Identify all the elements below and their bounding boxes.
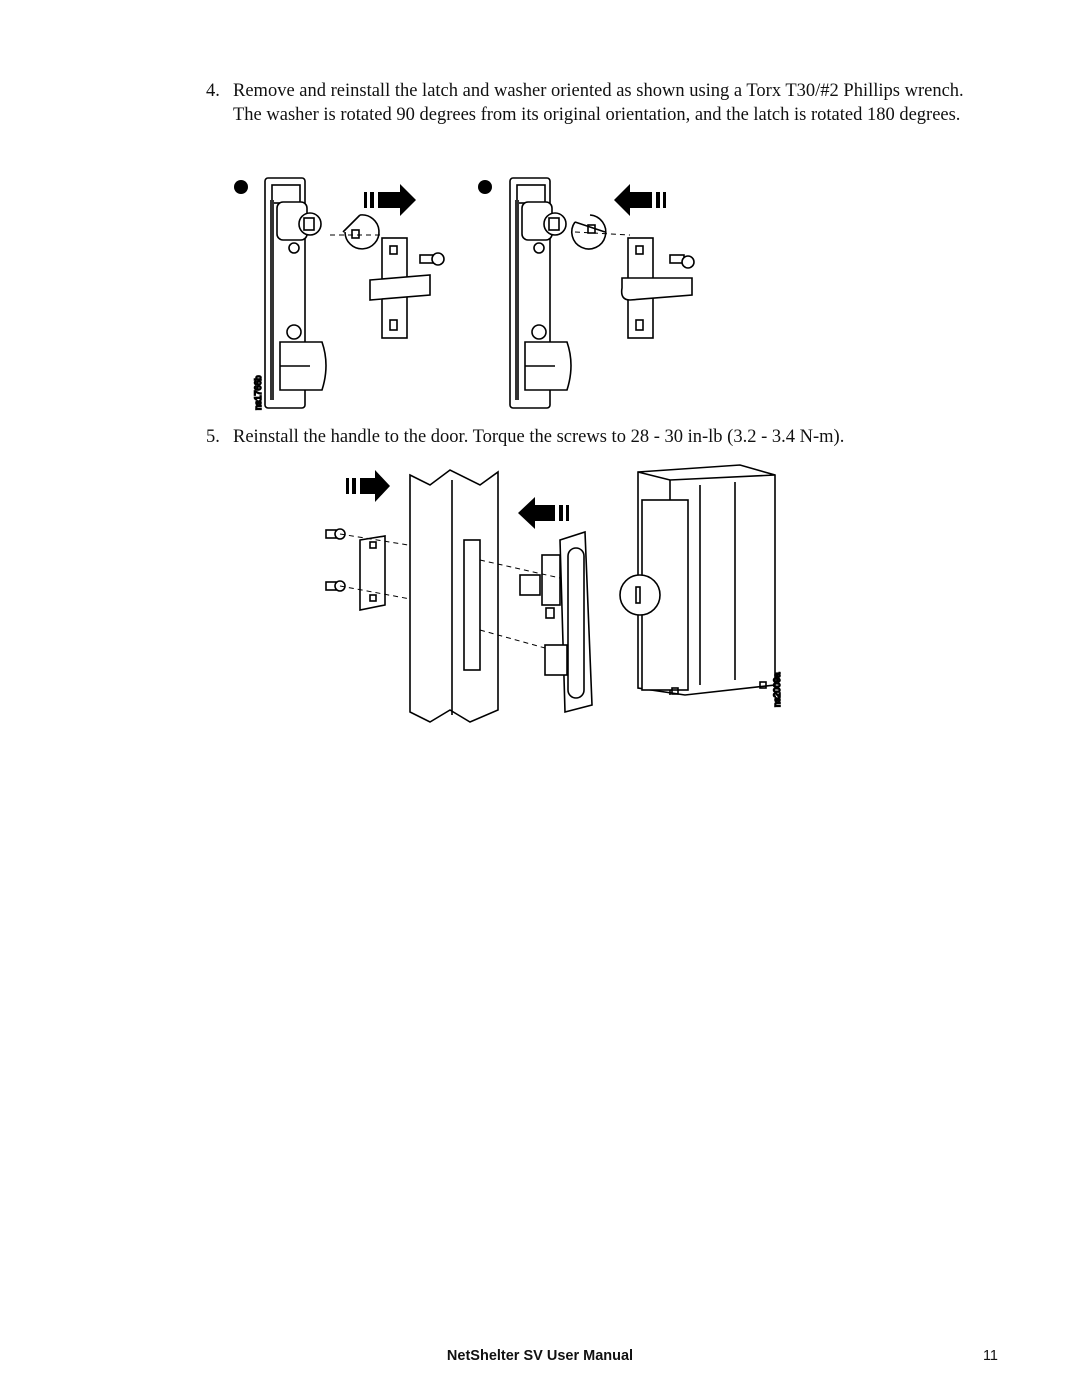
badge-label-1: 1 [238, 182, 244, 194]
step-number: 4. [206, 81, 220, 101]
step-5: 5. Reinstall the handle to the door. Tor… [206, 425, 976, 449]
panel-2: 2 [478, 177, 695, 409]
figure-code: ns2009a [772, 672, 782, 707]
footer-title: NetShelter SV User Manual [446, 1348, 634, 1364]
figure-code: ns1766b [253, 375, 263, 410]
handle-installation-diagram: ns2009a [325, 464, 783, 723]
panel-1: 1 ns1766b [234, 177, 445, 411]
step-text: Reinstall the handle to the door. Torque… [233, 427, 845, 447]
step-badge-2 [478, 180, 492, 194]
badge-label-2: 2 [482, 182, 488, 194]
step-4: 4. Remove and reinstall the latch and wa… [206, 79, 976, 127]
step-number: 5. [206, 427, 220, 447]
step-badge-1 [234, 180, 248, 194]
page-number: 11 [982, 1348, 998, 1364]
rack-cabinet: ns2009a [619, 464, 783, 708]
latch-washer-diagram: 1 ns1766b 2 [234, 177, 695, 411]
step-text: Remove and reinstall the latch and washe… [233, 81, 964, 125]
